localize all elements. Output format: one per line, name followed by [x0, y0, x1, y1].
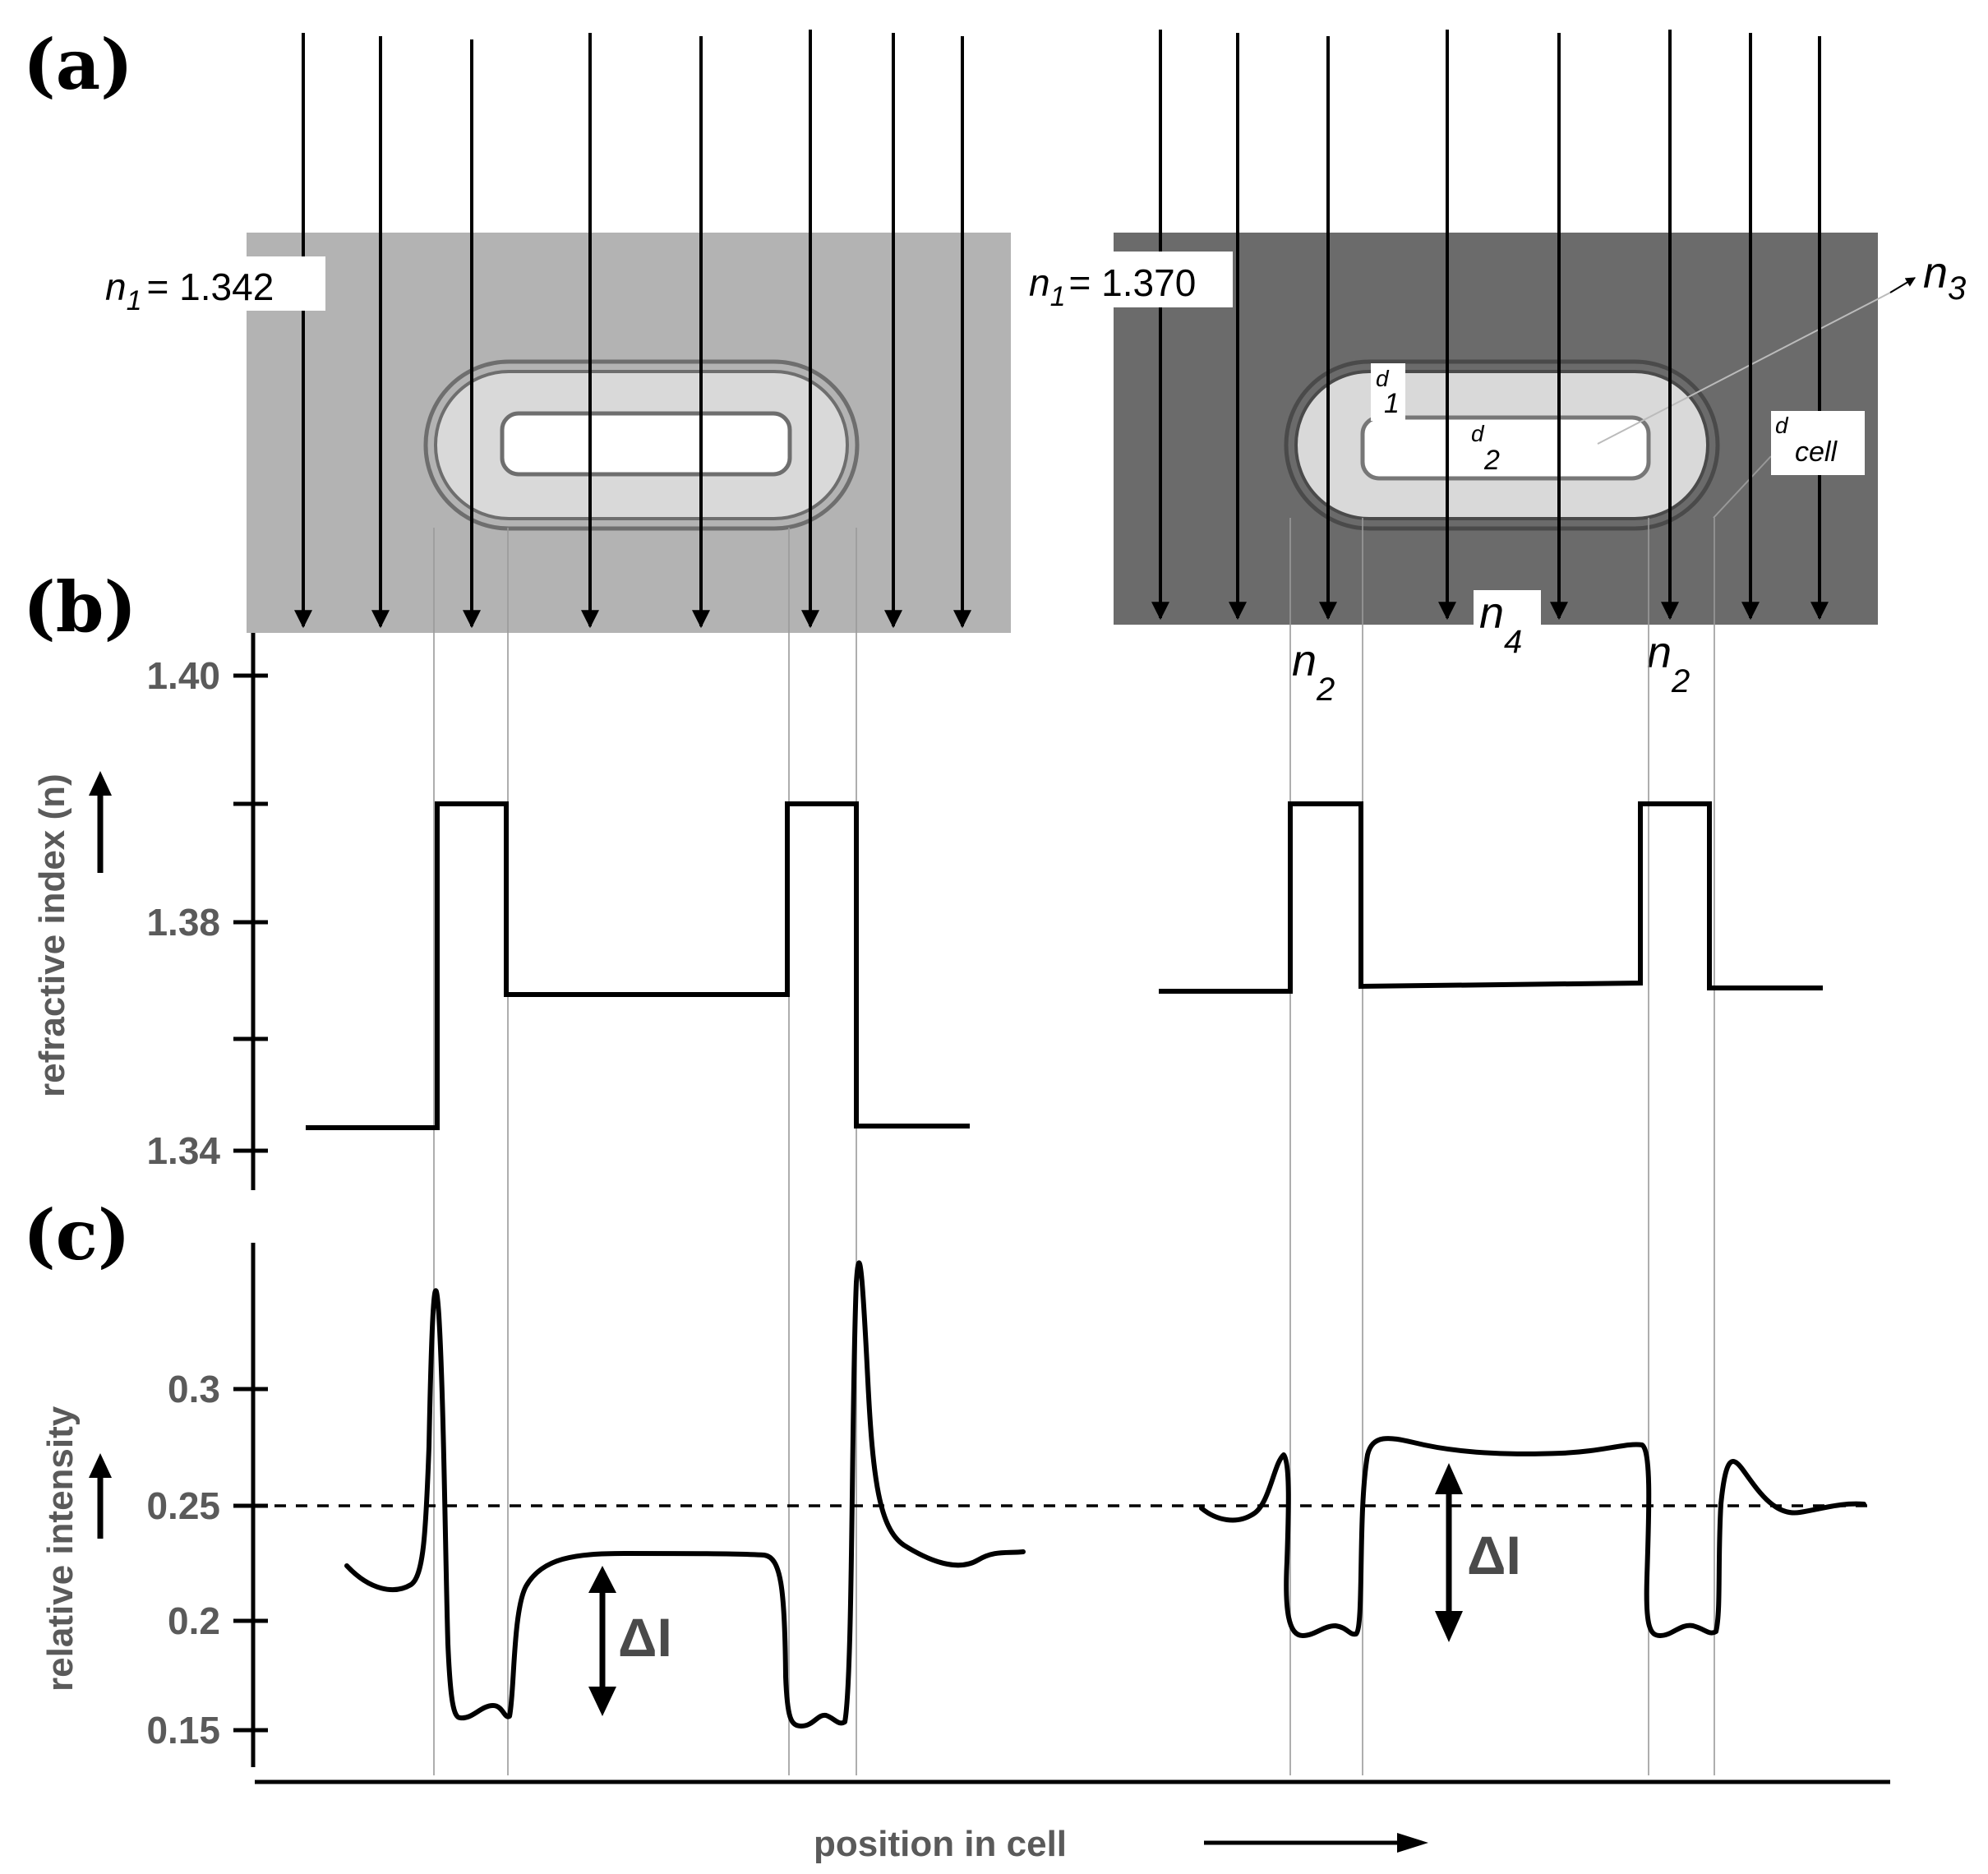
panel-letter-a: (a)	[23, 24, 133, 105]
delta-i-label-left: ΔI	[618, 1607, 672, 1668]
b-tick-1-34: 1.34	[146, 1129, 220, 1172]
d1-label-box	[1371, 363, 1405, 421]
c-tick-0-15: 0.15	[146, 1709, 220, 1752]
c-y-axis-arrow	[89, 1453, 112, 1539]
n2-label-left: n2	[1292, 636, 1335, 708]
refractive-index-curve-left	[306, 801, 970, 1130]
cell-left	[423, 359, 860, 531]
b-y-axis-title: refractive index (n)	[32, 773, 72, 1097]
n4-label: n4	[1479, 589, 1522, 660]
c-tick-0-2: 0.2	[168, 1599, 220, 1642]
b-tick-1-38: 1.38	[146, 901, 220, 944]
n1-left-label: n1= 1.342	[105, 265, 274, 316]
n2-label-right: n2	[1647, 628, 1690, 699]
intensity-curve-left	[344, 1260, 1026, 1729]
n1-left-label-box	[225, 256, 325, 311]
guide-lines	[433, 518, 1715, 1775]
dcell-label: dcell	[1775, 413, 1838, 468]
axis-b	[233, 633, 268, 1190]
d2-label: d2	[1471, 421, 1500, 476]
b-tick-1-40: 1.40	[146, 654, 220, 697]
x-axis-title: position in cell	[814, 1824, 1067, 1864]
panel-letter-b: (b)	[23, 566, 136, 648]
n1-right-label-box	[1109, 252, 1233, 307]
panel-letter-c: (c)	[23, 1194, 131, 1276]
n3-label: n3	[1923, 248, 1966, 307]
c-tick-0-3: 0.3	[168, 1368, 220, 1410]
refractive-index-curve-right	[1159, 801, 1823, 994]
delta-i-arrow-left	[588, 1566, 616, 1716]
x-axis-arrow	[1204, 1833, 1428, 1853]
delta-i-arrow-right	[1435, 1463, 1463, 1642]
intensity-curve-right	[1199, 1436, 1866, 1638]
c-tick-0-25: 0.25	[146, 1484, 220, 1527]
b-y-axis-arrow	[89, 771, 112, 873]
delta-i-label-right: ΔI	[1467, 1525, 1521, 1586]
incident-rays-left	[294, 30, 971, 629]
n4-label-box	[1474, 590, 1541, 628]
incident-rays-right	[1151, 30, 1829, 621]
c-y-axis-title: relative intensity	[40, 1406, 81, 1692]
dcell-label-box	[1771, 411, 1865, 475]
n1-right-label: n1= 1.370	[1029, 261, 1196, 312]
